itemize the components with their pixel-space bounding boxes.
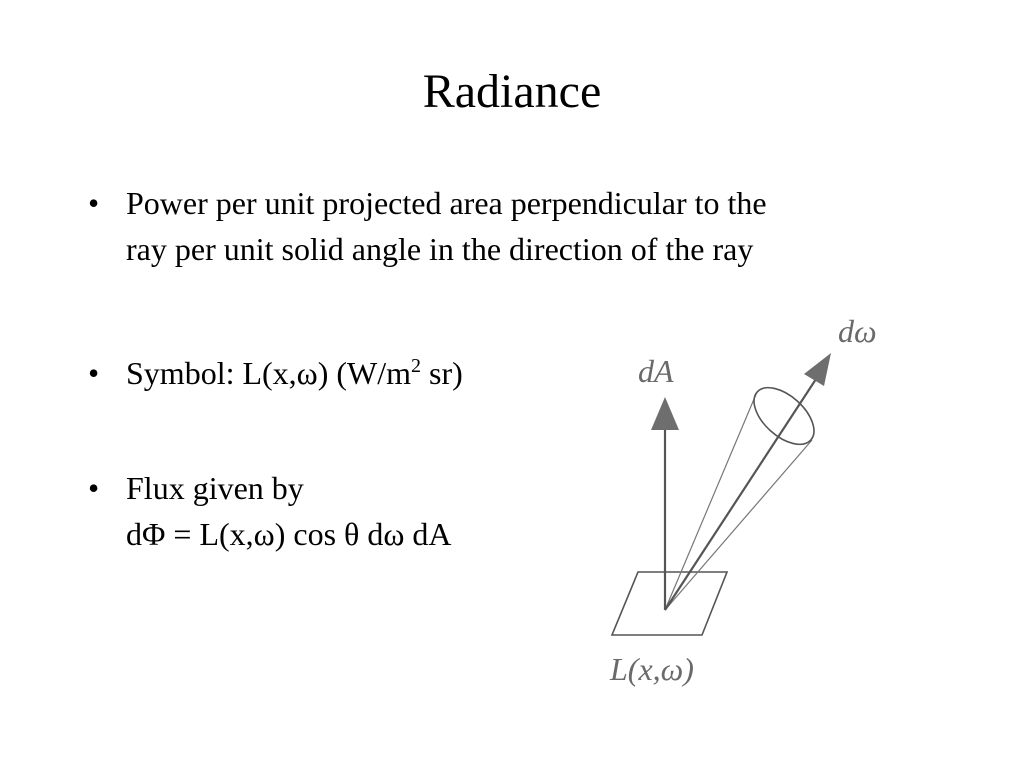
bullet-line: Power per unit projected area perpendicu…: [126, 185, 767, 221]
point-label: L(x,ω): [609, 651, 694, 687]
symbol-prefix: Symbol: L(x,ω) (W/m: [126, 355, 412, 391]
direction-label: dω: [838, 313, 877, 349]
bullet-line: ray per unit solid angle in the directio…: [126, 231, 754, 267]
cone-edge-right: [664, 439, 813, 611]
bullet-marker: •: [88, 355, 100, 391]
bullet-text: Symbol: L(x,ω) (W/m2 sr): [126, 350, 463, 396]
direction-arrow-shaft: [664, 375, 819, 611]
cone-edge-left: [664, 391, 758, 611]
bullet-text: Power per unit projected area perpendicu…: [126, 180, 767, 272]
bullet-text: Flux given by dΦ = L(x,ω) cos θ dω dA: [126, 465, 452, 557]
flux-equation: dΦ = L(x,ω) cos θ dω dA: [126, 516, 452, 552]
cone-opening: [753, 386, 815, 446]
direction-arrowhead: [804, 353, 831, 386]
bullet-marker: •: [88, 185, 100, 221]
slide-title: Radiance: [422, 65, 602, 118]
bullet-line: Flux given by: [126, 470, 304, 506]
symbol-suffix: sr): [421, 355, 463, 391]
bullet-marker: •: [88, 470, 100, 506]
normal-arrowhead: [651, 397, 679, 430]
radiance-diagram: dA dω L(x,ω): [590, 300, 920, 710]
symbol-superscript: 2: [411, 355, 422, 377]
normal-label: dA: [638, 353, 674, 389]
radiance-diagram-svg: dA dω L(x,ω): [609, 313, 877, 687]
